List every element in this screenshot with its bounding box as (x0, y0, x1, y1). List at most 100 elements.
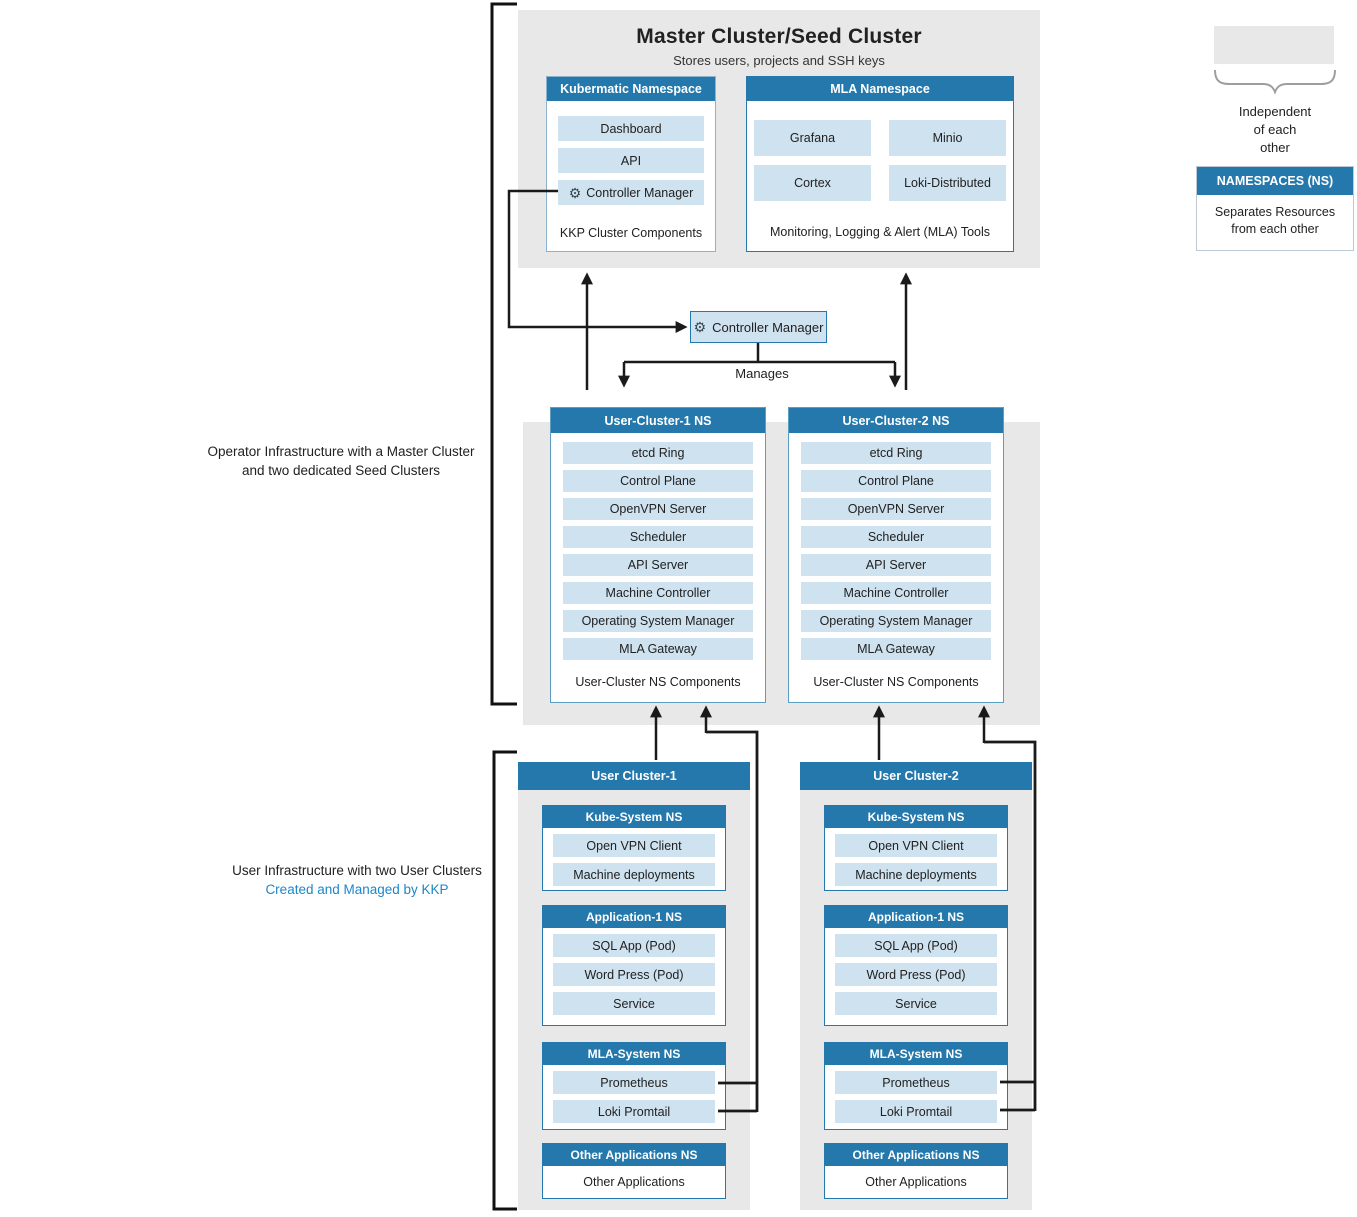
component-item: ⚙Controller Manager (558, 180, 704, 205)
user-label-line1: User Infrastructure with two User Cluste… (232, 863, 482, 878)
gear-icon: ⚙ (693, 319, 707, 335)
component-item: Open VPN Client (835, 834, 997, 857)
component-item: Control Plane (801, 470, 991, 492)
component-item: Open VPN Client (553, 834, 715, 857)
kubermatic-namespace-header: Kubermatic Namespace (547, 77, 715, 101)
legend-gray-swatch (1214, 26, 1334, 64)
user-cluster-2-ns-footer: User-Cluster NS Components (813, 675, 979, 689)
component-item: Service (835, 992, 997, 1015)
component-item: SQL App (Pod) (553, 934, 715, 957)
uc2-other-applications-label: Other Applications (865, 1175, 967, 1189)
component-item: etcd Ring (563, 442, 753, 464)
uc1-application-1-ns-header: Application-1 NS (543, 906, 725, 928)
component-item: Loki-Distributed (889, 165, 1006, 201)
component-item: Machine deployments (835, 863, 997, 886)
mla-namespace-header: MLA Namespace (747, 77, 1013, 101)
component-item: Scheduler (563, 526, 753, 548)
component-item: etcd Ring (801, 442, 991, 464)
legend-text-line: from each other (1231, 222, 1319, 236)
component-item: SQL App (Pod) (835, 934, 997, 957)
component-item: Machine Controller (801, 582, 991, 604)
manages-label: Manages (735, 366, 789, 381)
user-cluster-1-ns-footer: User-Cluster NS Components (575, 675, 741, 689)
operator-label-line2: and two dedicated Seed Clusters (241, 463, 441, 478)
component-item: Scheduler (801, 526, 991, 548)
legend-text-line: Independent (1238, 104, 1312, 119)
component-item: Cortex (754, 165, 871, 201)
component-item: Loki Promtail (553, 1100, 715, 1123)
legend-text-line: Separates Resources (1214, 205, 1336, 219)
mla-namespace-footer: Monitoring, Logging & Alert (MLA) Tools (769, 225, 991, 239)
legend-brace (1214, 69, 1336, 95)
controller-manager-box: ⚙ Controller Manager (690, 311, 827, 343)
component-item: Machine Controller (563, 582, 753, 604)
component-item: Control Plane (563, 470, 753, 492)
component-item: API Server (801, 554, 991, 576)
user-cluster-1-ns-header: User-Cluster-1 NS (551, 408, 765, 433)
user-cluster-2-container: User Cluster-2 Kube-System NS Open VPN C… (800, 762, 1032, 1210)
uc2-application-1-ns-header: Application-1 NS (825, 906, 1007, 928)
component-item: Grafana (754, 120, 871, 156)
uc2-application-1-items: SQL App (Pod) Word Press (Pod) Service (825, 928, 1007, 1021)
user-bracket (492, 750, 517, 1211)
operator-infrastructure-label: Operator Infrastructure with a Master Cl… (206, 442, 476, 480)
user-infrastructure-label: User Infrastructure with two User Cluste… (222, 861, 492, 899)
uc2-kube-system-ns-header: Kube-System NS (825, 806, 1007, 828)
uc1-application-1-items: SQL App (Pod)Word Press (Pod)Service (543, 928, 725, 1021)
kubermatic-namespace-footer: KKP Cluster Components (559, 226, 703, 240)
uc2-application-1-ns-box: Application-1 NS SQL App (Pod) Word Press… (824, 905, 1008, 1026)
uc1-other-applications-ns-box: Other Applications NS Other Applications (542, 1143, 726, 1199)
uc2-other-applications-ns-box: Other Applications NS Other Applications (824, 1143, 1008, 1199)
uc1-other-applications-label: Other Applications (583, 1175, 685, 1189)
component-item: Minio (889, 120, 1006, 156)
manages-split-line (624, 343, 895, 364)
operator-label-line1: Operator Infrastructure with a Master Cl… (207, 444, 475, 459)
uc2-other-applications-ns-header: Other Applications NS (825, 1144, 1007, 1166)
component-item: Operating System Manager (801, 610, 991, 632)
user-cluster-1-header: User Cluster-1 (518, 762, 750, 790)
component-item: Word Press (Pod) (835, 963, 997, 986)
namespaces-legend-header: NAMESPACES (NS) (1197, 167, 1353, 195)
user-label-line2: Created and Managed by KKP (265, 882, 449, 897)
component-item: API (558, 148, 704, 173)
component-item: Prometheus (553, 1071, 715, 1094)
component-item: Loki Promtail (835, 1100, 997, 1123)
component-item: OpenVPN Server (563, 498, 753, 520)
item-label: Controller Manager (586, 185, 694, 200)
uc2-mla-system-ns-header: MLA-System NS (825, 1043, 1007, 1065)
operator-bracket (490, 2, 517, 706)
component-item: MLA Gateway (801, 638, 991, 660)
namespaces-legend-body: Separates Resources from each other (1197, 195, 1353, 250)
component-item: Operating System Manager (563, 610, 753, 632)
user-cluster-2-header: User Cluster-2 (800, 762, 1032, 790)
uc1-mla-system-ns-header: MLA-System NS (543, 1043, 725, 1065)
component-item: API Server (563, 554, 753, 576)
controller-manager-label: Controller Manager (712, 319, 824, 335)
legend-text-line: other (1260, 140, 1290, 155)
master-cluster-region: Master Cluster/Seed Cluster Stores users… (518, 10, 1040, 268)
user-cluster-2-ns-header: User-Cluster-2 NS (789, 408, 1003, 433)
user-cluster-1-container: User Cluster-1 Kube-System NS Open VPN C… (518, 762, 750, 1210)
master-cluster-title: Master Cluster/Seed Cluster (636, 25, 922, 48)
namespaces-legend-box: NAMESPACES (NS) Separates Resources from … (1196, 166, 1354, 251)
